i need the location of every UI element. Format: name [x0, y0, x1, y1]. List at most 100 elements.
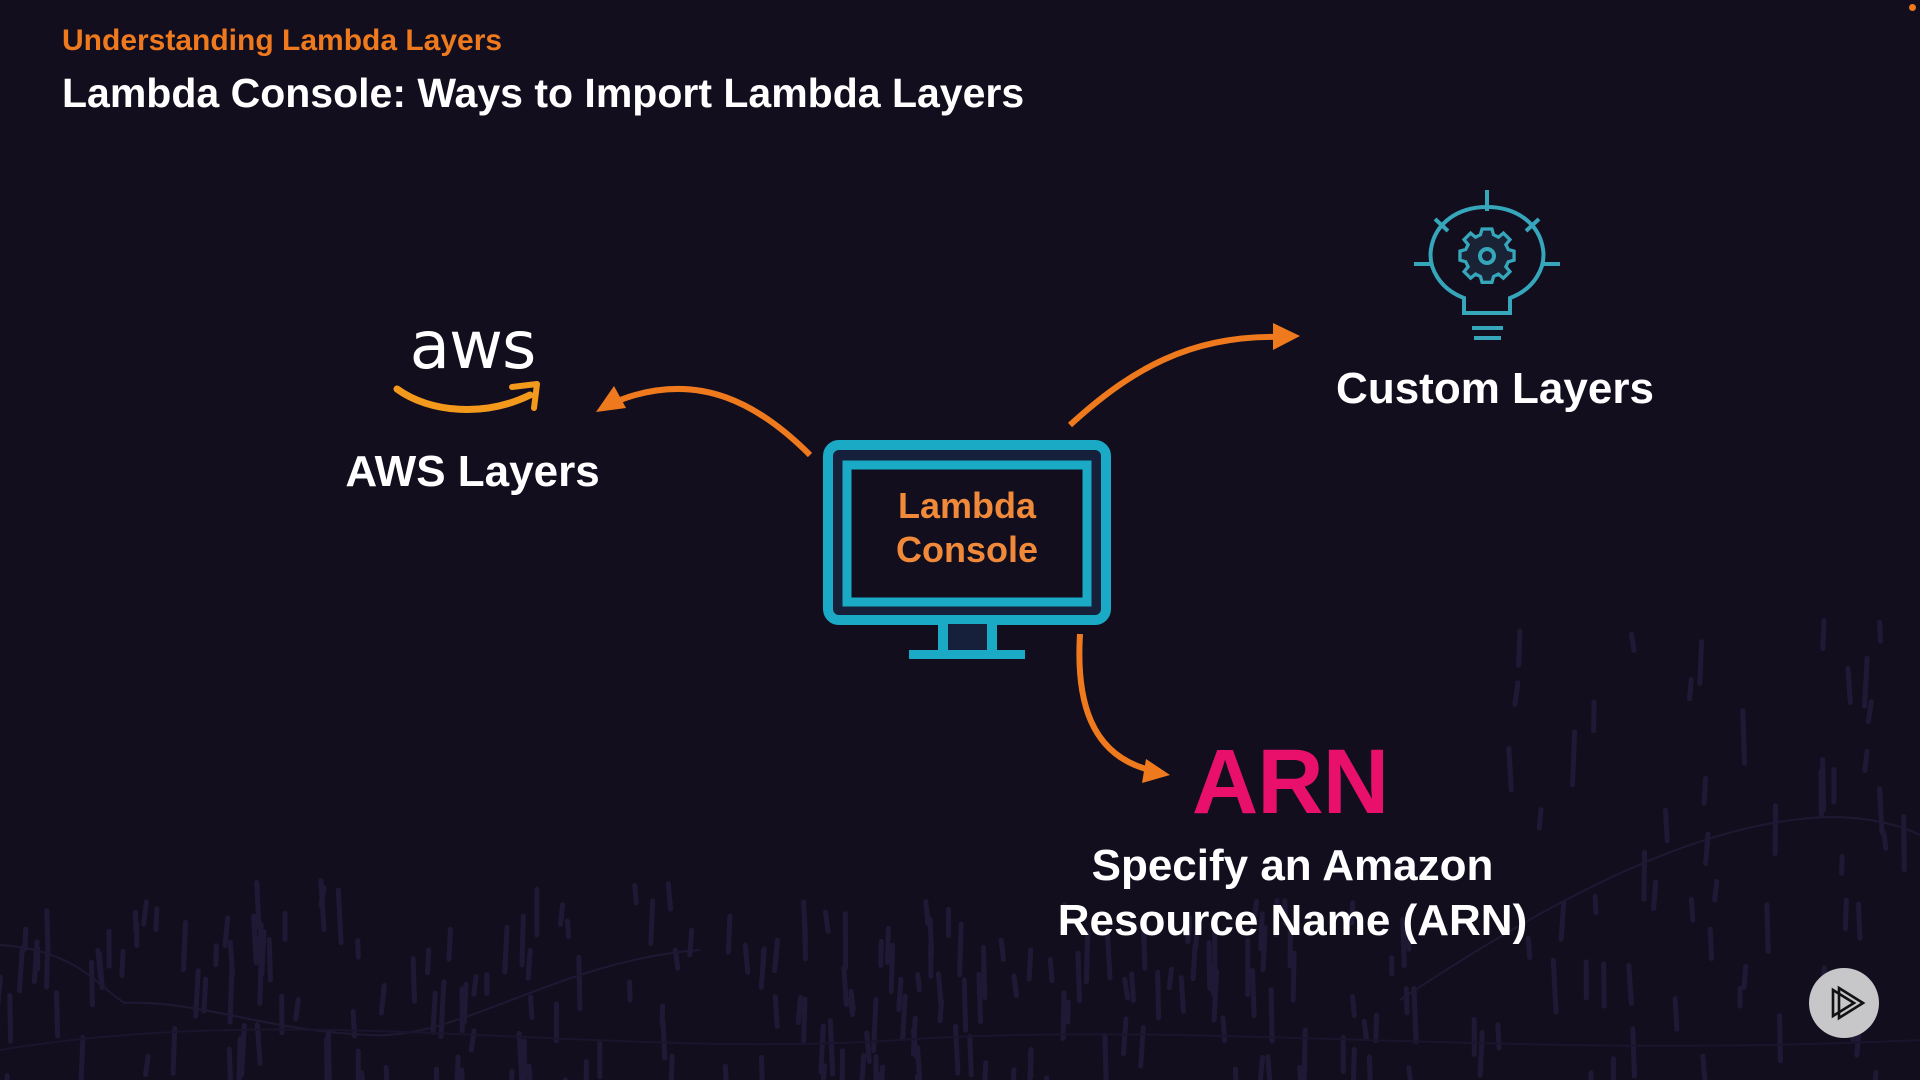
background-dash [95, 947, 104, 982]
background-dash [1404, 926, 1412, 952]
arrow-to-aws [618, 385, 813, 458]
background-dash [1060, 990, 1067, 1041]
background-dash [1258, 911, 1265, 952]
background-dash [141, 899, 149, 927]
background-dash [1178, 975, 1186, 1014]
background-dash [222, 915, 231, 949]
background-dash [910, 1015, 918, 1057]
background-dash [1268, 987, 1275, 1044]
background-dash [1558, 900, 1567, 942]
background-dash [1701, 775, 1709, 806]
background-dash [1104, 931, 1113, 981]
lambda-console-line1: Lambda [897, 485, 1037, 526]
background-dash [1361, 1018, 1369, 1042]
slide-title: Lambda Console: Ways to Import Lambda La… [62, 70, 1025, 116]
background-dash [564, 918, 572, 939]
background-dash [44, 946, 51, 990]
custom-layers-label: Custom Layers [1336, 364, 1654, 413]
background-dash [583, 1059, 589, 1080]
background-dash [1862, 655, 1870, 709]
background-dash [1764, 902, 1771, 954]
background-dash [1740, 708, 1747, 766]
background-dash [438, 979, 447, 1039]
background-dash [1083, 930, 1091, 985]
background-dash [526, 1063, 533, 1080]
lambda-console-label: Lambda Console [862, 484, 1072, 572]
section-kicker: Understanding Lambda Layers [62, 24, 503, 57]
progress-dot [1909, 4, 1916, 11]
background-dash [1550, 957, 1559, 1015]
arn-description: Specify an Amazon Resource Name (ARN) [1000, 838, 1585, 948]
play-button[interactable] [1809, 968, 1879, 1038]
background-dash [1601, 961, 1607, 1009]
background-dash [1290, 950, 1297, 1003]
background-dash [201, 976, 209, 1014]
background-dash [318, 878, 327, 932]
background-dash [1141, 923, 1148, 971]
background-dash [884, 925, 891, 965]
background-dash [509, 1068, 515, 1080]
background-dash [1252, 898, 1259, 920]
background-dash [1845, 665, 1853, 706]
background-dash [1820, 618, 1827, 651]
background-dash [119, 948, 126, 978]
background-dash [1630, 1026, 1637, 1079]
background-dash [1570, 729, 1578, 788]
background-dash [257, 954, 264, 1006]
aws-smile-icon [393, 381, 540, 413]
background-dash [1232, 1066, 1239, 1080]
background-dash [519, 913, 526, 968]
background-dash [213, 943, 219, 968]
arn-description-line1: Specify an Amazon [1091, 841, 1494, 890]
background-dash [1512, 680, 1521, 707]
background-dash [1592, 893, 1599, 915]
background-dash [1075, 950, 1082, 1004]
background-dash [238, 1023, 247, 1078]
background-dash [795, 995, 803, 1026]
lambda-console-line2: Console [895, 529, 1038, 570]
background-dash [923, 899, 931, 926]
background-dash [1865, 699, 1874, 725]
background-dash [576, 954, 583, 1011]
background-dash [1881, 830, 1889, 851]
background-dash [822, 909, 831, 934]
background-dash [236, 1036, 243, 1080]
background-dash [433, 1066, 440, 1080]
background-dash [355, 938, 361, 960]
background-dash [410, 956, 418, 1004]
background-dash [1366, 1054, 1373, 1080]
background-dash [772, 994, 780, 1029]
background-dash [1265, 1054, 1273, 1080]
background-dash [519, 1069, 525, 1080]
background-dash [1350, 994, 1357, 1018]
background-dash [1257, 1054, 1265, 1080]
background-dash [758, 946, 767, 990]
background-dash [632, 883, 639, 906]
background-dash [927, 916, 935, 955]
background-dash [1297, 1064, 1303, 1080]
aws-logo-text: aws [409, 307, 537, 384]
background-dash [1651, 879, 1659, 912]
background-dash [801, 996, 808, 1044]
background-dash [266, 936, 273, 983]
background-dash [53, 990, 61, 1039]
background-dash [1350, 1046, 1357, 1080]
background-dash [998, 937, 1006, 962]
background-dash [1663, 808, 1670, 844]
background-dash [952, 1024, 961, 1076]
background-dash [758, 1054, 765, 1080]
background-dash [459, 1067, 465, 1080]
background-dash [170, 1026, 178, 1076]
background-dash [1411, 986, 1419, 1045]
background-dash [900, 993, 908, 1041]
background-dash [88, 959, 95, 1008]
aws-layers-label: AWS Layers [345, 447, 600, 496]
background-dash [335, 887, 344, 946]
background-dash [957, 921, 964, 978]
background-dash [980, 944, 988, 1000]
background-dash [1400, 917, 1407, 968]
background-dash [1047, 956, 1055, 984]
background-dash [558, 902, 566, 927]
background-dash [502, 924, 510, 975]
